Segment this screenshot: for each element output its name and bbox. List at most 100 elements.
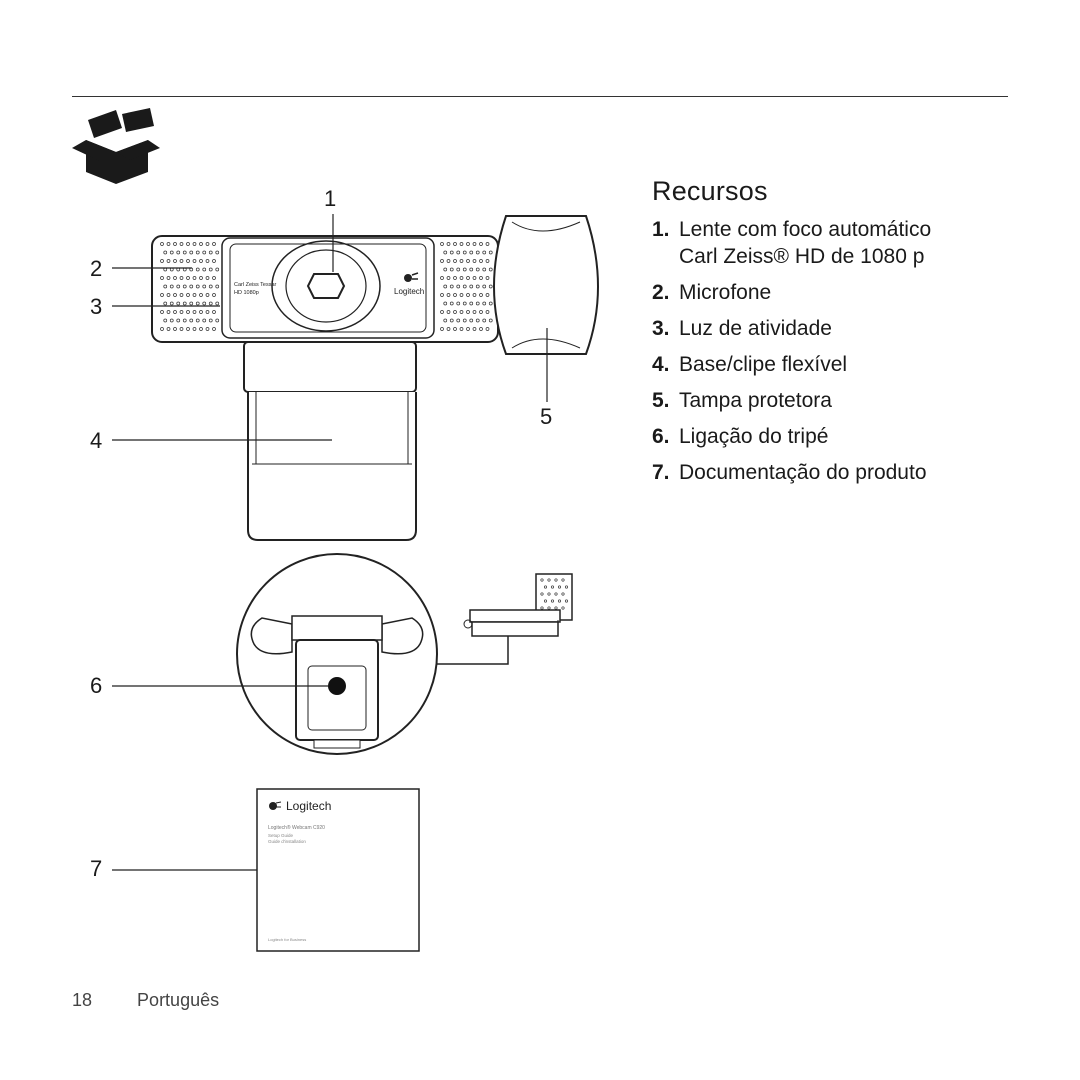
grille-hole: [469, 318, 474, 323]
grille-hole: [189, 318, 194, 323]
grille-hole: [212, 242, 216, 246]
grille-hole: [199, 310, 203, 314]
grille-hole: [192, 242, 197, 246]
feature-text: Microfone: [679, 281, 772, 304]
grille-hole: [205, 293, 210, 297]
grille-hole: [212, 293, 216, 297]
feature-subtext: Carl Zeiss® HD de 1080 p: [679, 245, 925, 268]
grille-hole: [169, 250, 174, 255]
grille-hole: [547, 592, 551, 596]
grille-hole: [179, 310, 184, 314]
grille-hole: [160, 327, 164, 331]
grille-hole: [195, 284, 200, 289]
grille-hole: [557, 585, 562, 589]
grille-hole: [195, 318, 200, 323]
callout-7: 7: [90, 856, 103, 881]
grille-hole: [554, 578, 558, 582]
grille-hole: [443, 318, 448, 323]
grille-hole: [160, 276, 164, 280]
grille-hole: [205, 327, 210, 331]
logitech-logo-icon: [404, 272, 419, 282]
grille-hole: [215, 301, 220, 306]
grille-hole: [202, 250, 207, 255]
grille-hole: [561, 592, 565, 596]
grille-hole: [176, 250, 181, 255]
grille-hole: [472, 276, 477, 280]
grille-hole: [540, 606, 544, 610]
grille-hole: [540, 578, 544, 582]
grille-hole: [173, 276, 177, 280]
page-footer: 18 Português: [72, 990, 219, 1011]
leader-lines: [112, 214, 548, 871]
grille-hole: [475, 301, 480, 306]
grille-hole: [453, 327, 457, 331]
callout-5: 5: [540, 404, 553, 429]
grille-hole: [488, 318, 493, 323]
grille-hole: [182, 318, 187, 323]
doc-line1: Setup Guide: [268, 833, 294, 838]
grille-hole: [479, 293, 483, 297]
grille-hole: [557, 599, 562, 603]
grille-hole: [446, 327, 451, 331]
grille-hole: [453, 293, 457, 297]
grille-hole: [488, 250, 493, 255]
tripod-detail: [236, 553, 509, 755]
grille-hole: [202, 267, 207, 272]
grille-hole: [443, 250, 448, 255]
grille-hole: [189, 284, 194, 289]
grille-hole: [212, 327, 216, 331]
grille-hole: [176, 301, 181, 306]
feature-number: 7.: [652, 461, 670, 484]
grille-hole: [446, 276, 451, 280]
grille-hole: [446, 242, 451, 246]
page-number: 18: [72, 990, 93, 1010]
doc-footer: Logitech for Business: [268, 937, 306, 942]
grille-hole: [443, 301, 448, 306]
grille-hole: [440, 293, 444, 297]
grille-hole: [176, 318, 181, 323]
grille-hole: [466, 327, 470, 331]
grille-hole: [488, 267, 493, 272]
grille-hole: [440, 259, 444, 263]
grille-hole: [192, 327, 197, 331]
grille-hole: [199, 276, 203, 280]
microphone-grille-right: [440, 242, 493, 331]
callout-6: 6: [90, 673, 103, 698]
grille-hole: [456, 284, 461, 289]
grille-hole: [459, 242, 464, 246]
webcam-side-view: [463, 573, 573, 637]
grille-hole: [163, 301, 168, 306]
grille-hole: [182, 301, 187, 306]
grille-hole: [186, 276, 190, 280]
grille-hole: [485, 276, 490, 280]
grille-hole: [482, 267, 487, 272]
grille-hole: [202, 301, 207, 306]
grille-hole: [449, 284, 454, 289]
grille-hole: [173, 310, 177, 314]
grille-hole: [453, 242, 457, 246]
grille-hole: [179, 242, 184, 246]
grille-hole: [554, 606, 558, 610]
grille-hole: [459, 276, 464, 280]
grille-hole: [564, 585, 569, 589]
tripod-socket: [328, 677, 346, 695]
grille-hole: [485, 293, 490, 297]
grille-hole: [485, 327, 490, 331]
grille-hole: [179, 293, 184, 297]
grille-hole: [550, 585, 555, 589]
grille-hole: [173, 327, 177, 331]
grille-hole: [189, 301, 194, 306]
grille-hole: [176, 284, 181, 289]
grille-hole: [475, 267, 480, 272]
grille-hole: [488, 284, 493, 289]
grille-hole: [479, 242, 483, 246]
grille-hole: [195, 301, 200, 306]
grille-hole: [475, 318, 480, 323]
grille-hole: [192, 276, 197, 280]
feature-item: 2. Microfone: [652, 279, 1052, 306]
feature-text: Lente com foco automático: [679, 218, 932, 241]
grille-hole: [443, 284, 448, 289]
protective-cover: [493, 215, 599, 355]
webcam-diagram: Carl Zeiss Tessar HD 1080p Logitech: [112, 214, 599, 952]
grille-hole: [192, 310, 197, 314]
